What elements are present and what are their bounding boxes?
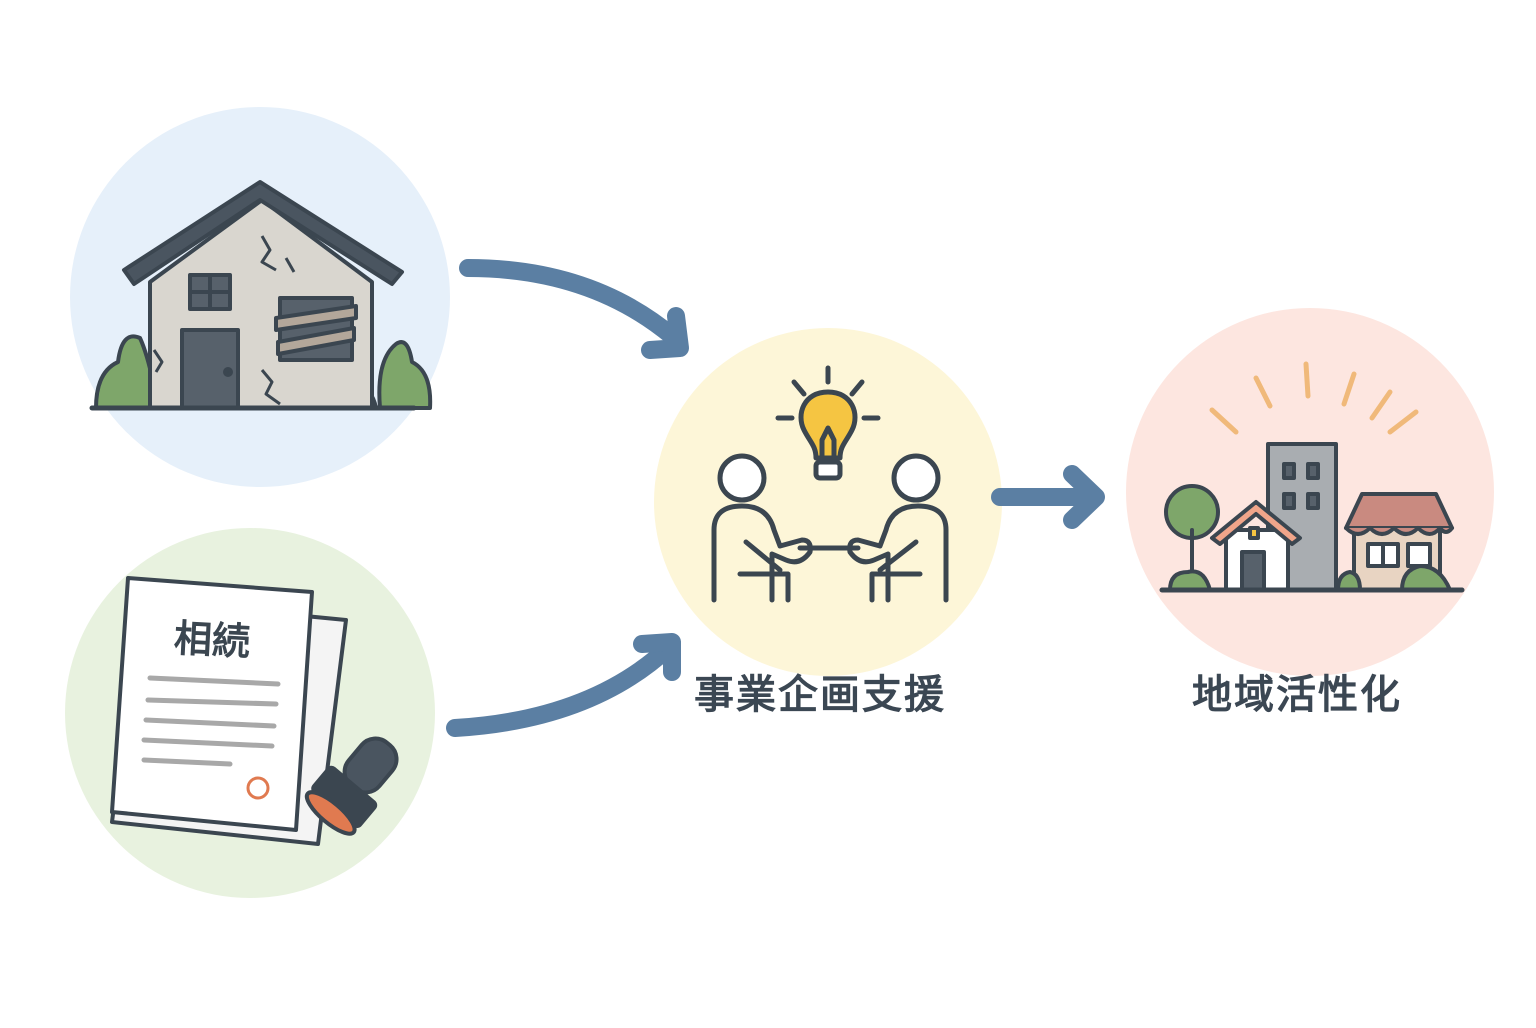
seal-mark-icon: [246, 776, 270, 800]
planning-node-bg: [654, 328, 1002, 676]
abandoned-house-icon: [89, 180, 433, 411]
planning-label: 事業企画支援: [694, 672, 946, 718]
document-title: 相続: [173, 616, 251, 664]
hanko-stamp-icon: [304, 736, 399, 836]
arrow-house-to-planning: [459, 259, 689, 359]
town-buildings-icon: [1159, 361, 1465, 593]
inheritance-document-icon: [110, 576, 399, 846]
arrow-inheritance-to-planning: [446, 633, 681, 737]
meeting-lightbulb-icon: [711, 365, 949, 603]
revitalization-label: 地域活性化: [1192, 672, 1402, 718]
arrow-planning-to-revitalization: [991, 465, 1105, 529]
